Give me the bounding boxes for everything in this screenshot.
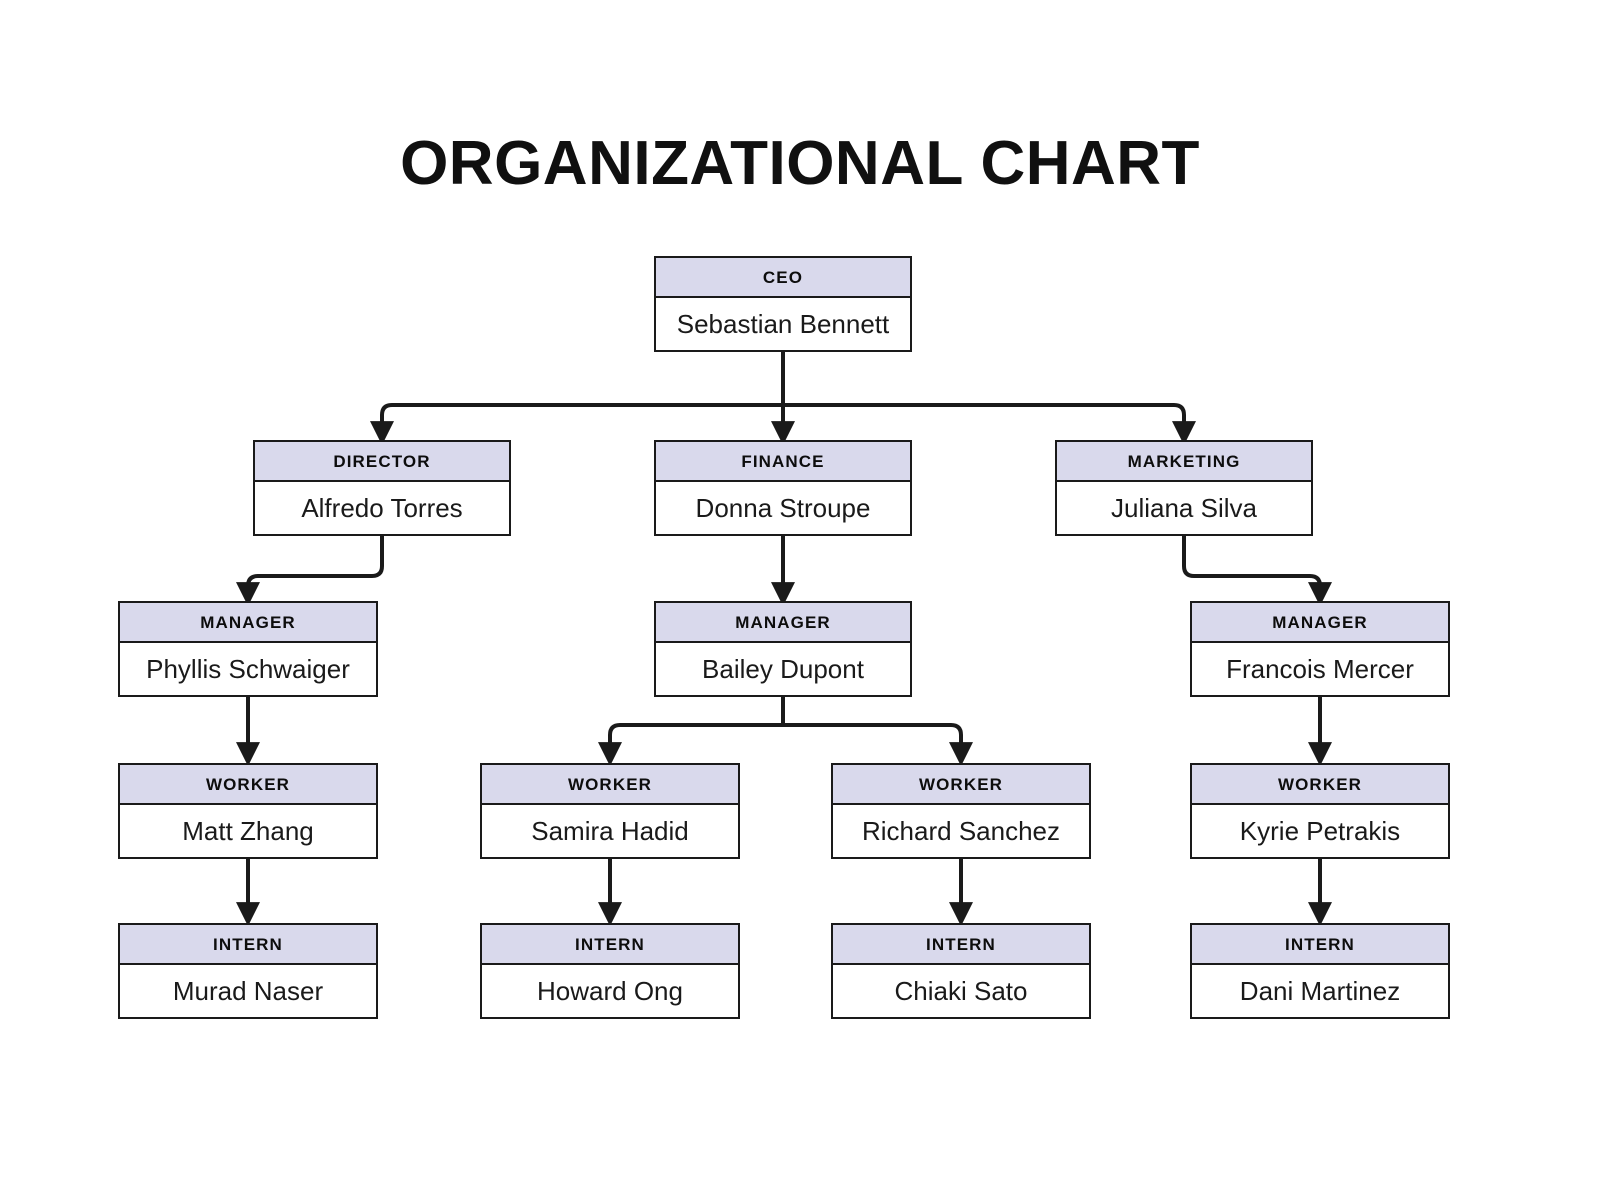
- node-person-name: Richard Sanchez: [833, 805, 1089, 857]
- node-role-label: DIRECTOR: [255, 442, 509, 482]
- node-person-name: Alfredo Torres: [255, 482, 509, 534]
- node-person-name: Sebastian Bennett: [656, 298, 910, 350]
- node-person-name: Kyrie Petrakis: [1192, 805, 1448, 857]
- node-person-name: Howard Ong: [482, 965, 738, 1017]
- node-worker-1[interactable]: WORKER Matt Zhang: [118, 763, 378, 859]
- node-person-name: Phyllis Schwaiger: [120, 643, 376, 695]
- node-role-label: INTERN: [482, 925, 738, 965]
- node-finance[interactable]: FINANCE Donna Stroupe: [654, 440, 912, 536]
- node-intern-3[interactable]: INTERN Chiaki Sato: [831, 923, 1091, 1019]
- node-role-label: CEO: [656, 258, 910, 298]
- node-role-label: WORKER: [1192, 765, 1448, 805]
- node-intern-1[interactable]: INTERN Murad Naser: [118, 923, 378, 1019]
- node-person-name: Juliana Silva: [1057, 482, 1311, 534]
- node-person-name: Matt Zhang: [120, 805, 376, 857]
- node-intern-2[interactable]: INTERN Howard Ong: [480, 923, 740, 1019]
- node-role-label: MANAGER: [656, 603, 910, 643]
- node-marketing[interactable]: MARKETING Juliana Silva: [1055, 440, 1313, 536]
- node-role-label: INTERN: [120, 925, 376, 965]
- node-intern-4[interactable]: INTERN Dani Martinez: [1190, 923, 1450, 1019]
- node-role-label: WORKER: [120, 765, 376, 805]
- connector-manager2-to-worker2: [598, 723, 783, 767]
- node-person-name: Murad Naser: [120, 965, 376, 1017]
- connector-marketing-to-manager3: [1182, 533, 1332, 607]
- node-role-label: WORKER: [482, 765, 738, 805]
- node-director[interactable]: DIRECTOR Alfredo Torres: [253, 440, 511, 536]
- page-title: ORGANIZATIONAL CHART: [400, 129, 1200, 198]
- node-role-label: WORKER: [833, 765, 1089, 805]
- node-worker-2[interactable]: WORKER Samira Hadid: [480, 763, 740, 859]
- node-person-name: Donna Stroupe: [656, 482, 910, 534]
- node-manager-3[interactable]: MANAGER Francois Mercer: [1190, 601, 1450, 697]
- node-role-label: MARKETING: [1057, 442, 1311, 482]
- node-ceo[interactable]: CEO Sebastian Bennett: [654, 256, 912, 352]
- node-person-name: Samira Hadid: [482, 805, 738, 857]
- node-role-label: MANAGER: [120, 603, 376, 643]
- connector-director-to-manager1: [236, 533, 384, 607]
- node-manager-1[interactable]: MANAGER Phyllis Schwaiger: [118, 601, 378, 697]
- node-person-name: Chiaki Sato: [833, 965, 1089, 1017]
- node-person-name: Dani Martinez: [1192, 965, 1448, 1017]
- node-manager-2[interactable]: MANAGER Bailey Dupont: [654, 601, 912, 697]
- connector-ceo-to-marketing: [783, 403, 1196, 446]
- connector-ceo-to-director: [370, 403, 783, 446]
- node-person-name: Francois Mercer: [1192, 643, 1448, 695]
- node-worker-3[interactable]: WORKER Richard Sanchez: [831, 763, 1091, 859]
- node-role-label: INTERN: [1192, 925, 1448, 965]
- node-person-name: Bailey Dupont: [656, 643, 910, 695]
- node-role-label: INTERN: [833, 925, 1089, 965]
- node-worker-4[interactable]: WORKER Kyrie Petrakis: [1190, 763, 1450, 859]
- node-role-label: MANAGER: [1192, 603, 1448, 643]
- node-role-label: FINANCE: [656, 442, 910, 482]
- connector-manager2-to-worker3: [783, 723, 973, 767]
